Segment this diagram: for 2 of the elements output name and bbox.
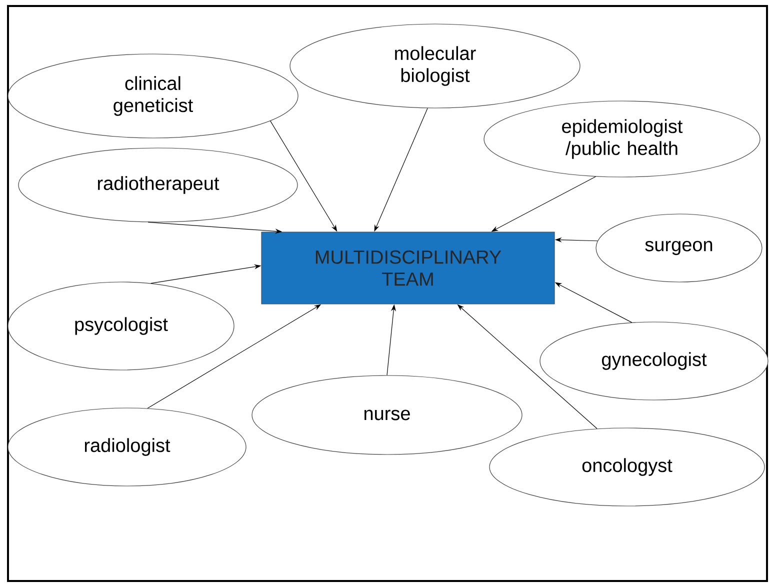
node-label: gynecologist [602, 352, 707, 370]
team-box: MULTIDISCIPLINARY TEAM [261, 232, 555, 304]
